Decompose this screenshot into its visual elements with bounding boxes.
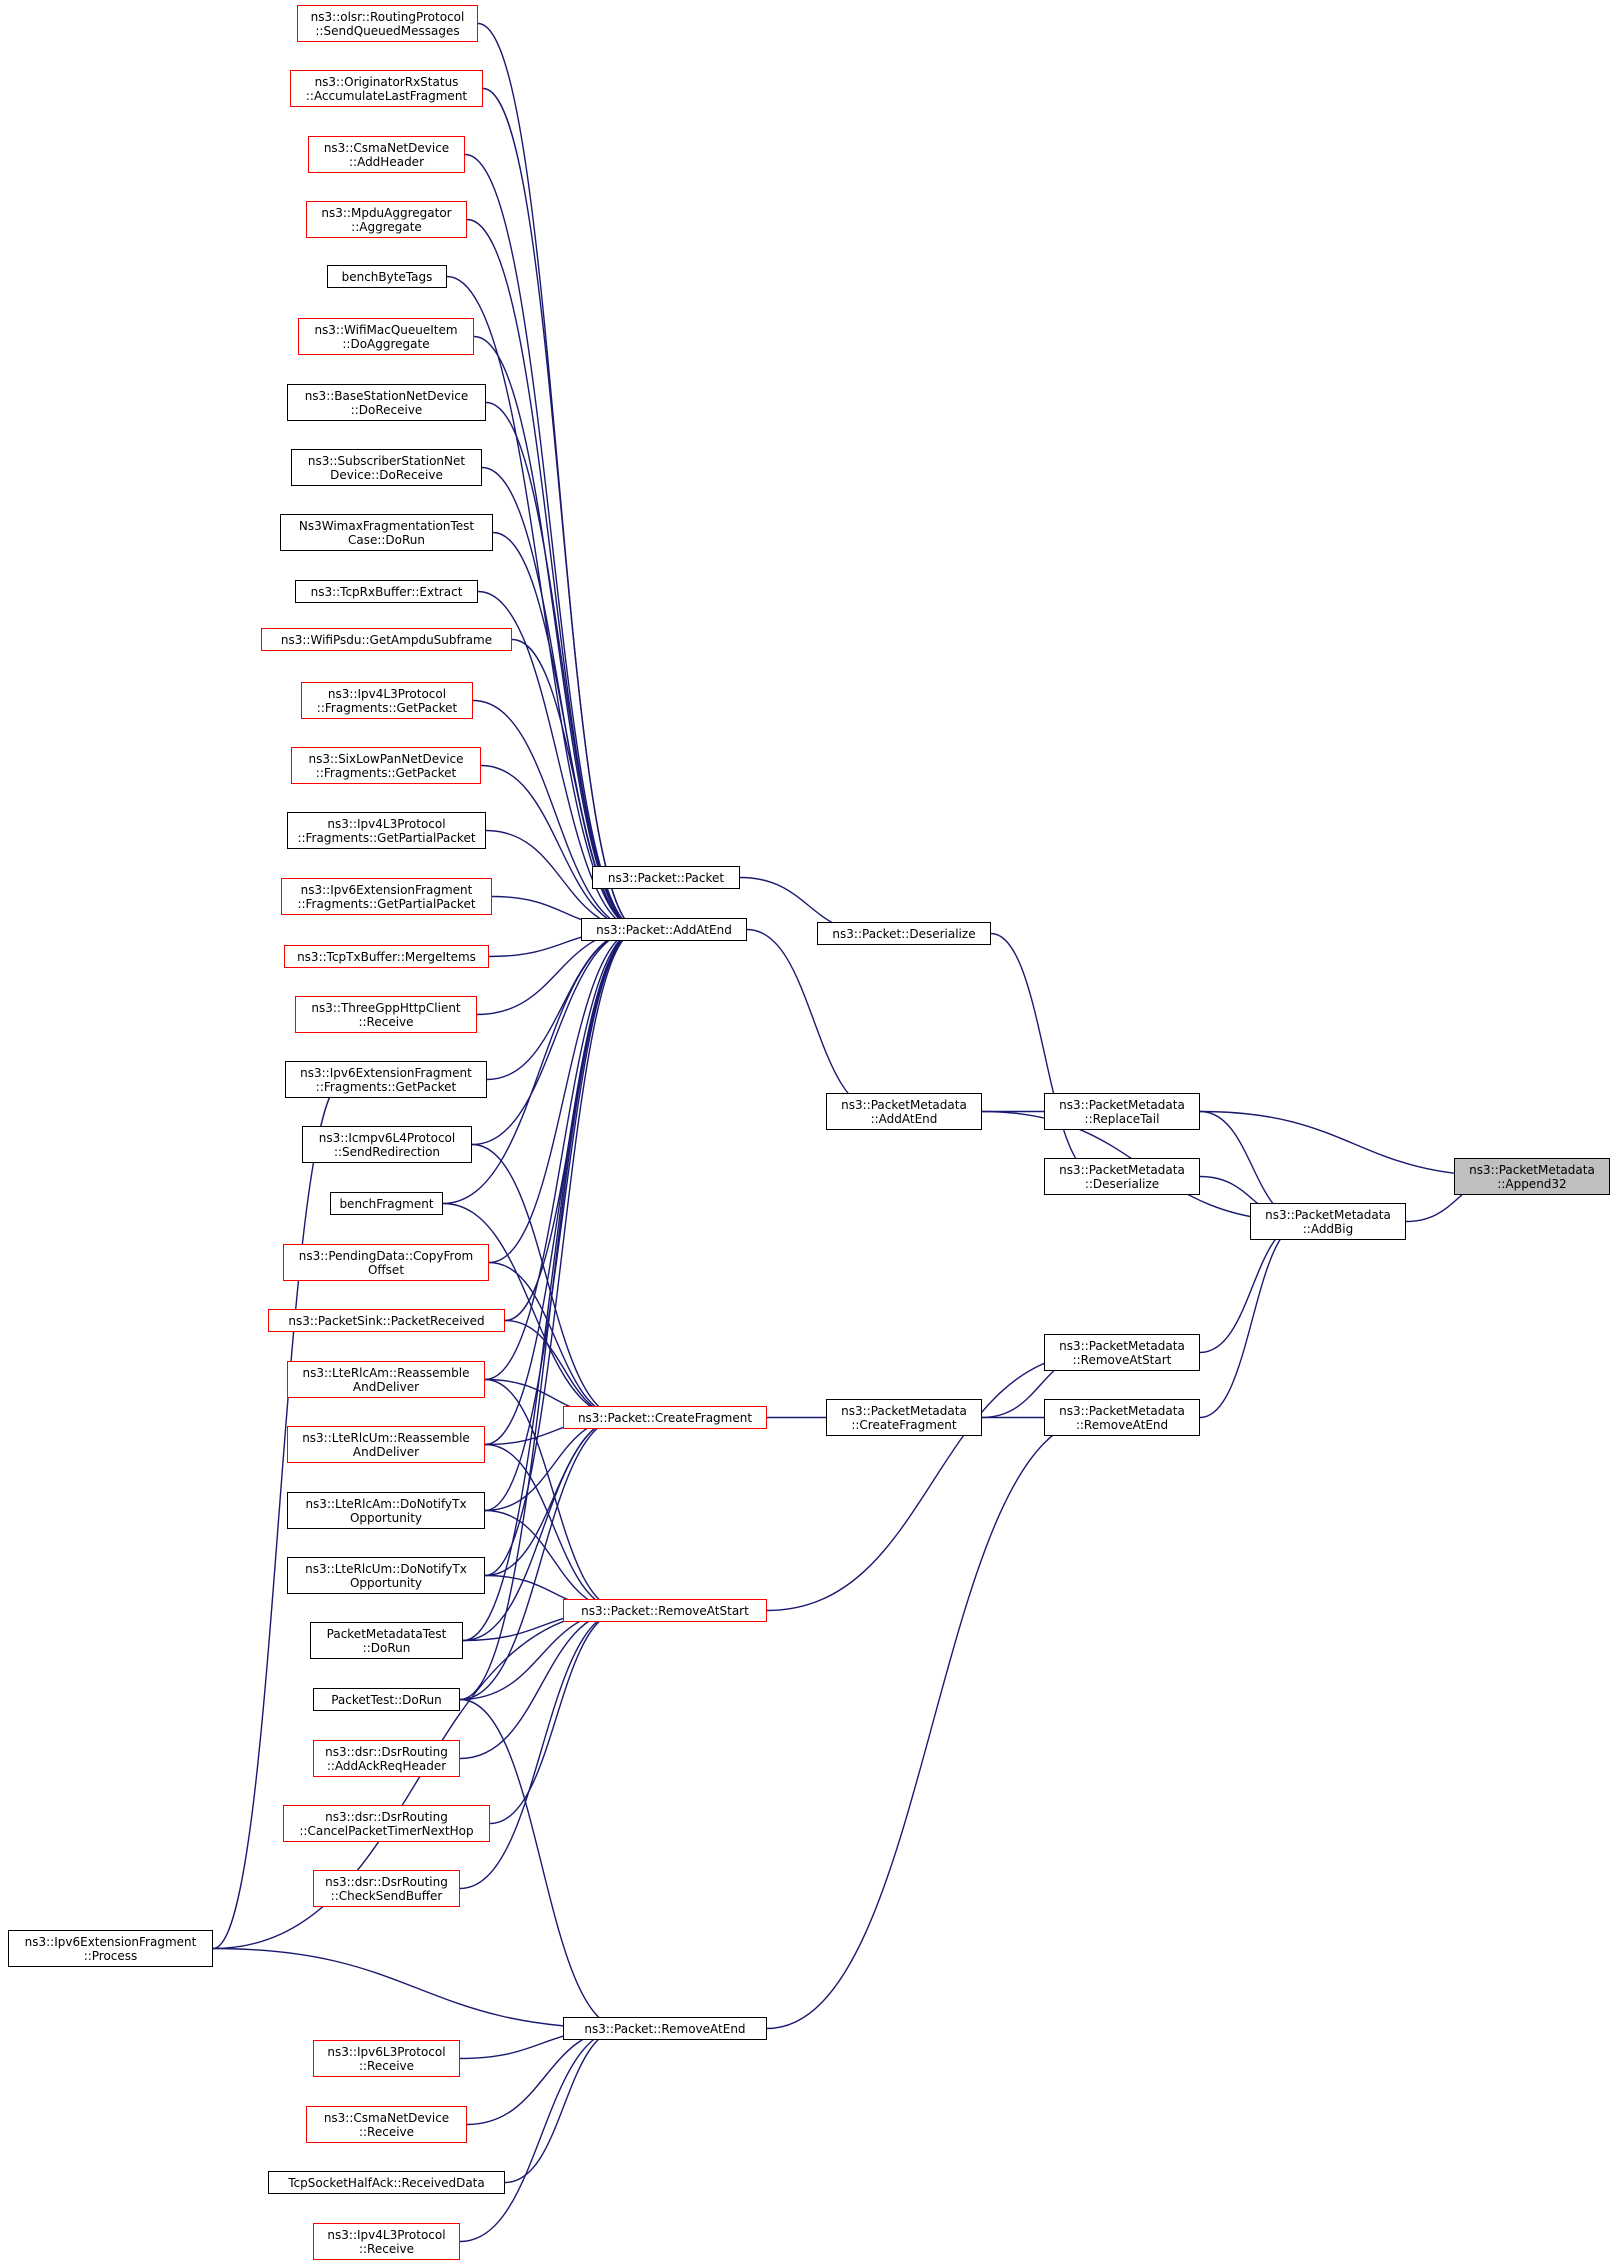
graph-node-pmremend[interactable]: ns3::PacketMetadata ::RemoveAtEnd: [1044, 1399, 1200, 1436]
graph-node-createfrag[interactable]: ns3::Packet::CreateFragment: [563, 1406, 767, 1429]
graph-node-deser[interactable]: ns3::Packet::Deserialize: [817, 922, 991, 945]
graph-node-rlcamtx[interactable]: ns3::LteRlcAm::DoNotifyTx Opportunity: [287, 1492, 485, 1529]
graph-node-ipv6proc[interactable]: ns3::Ipv6ExtensionFragment ::Process: [8, 1930, 213, 1967]
graph-node-csmarecv[interactable]: ns3::CsmaNetDevice ::Receive: [306, 2106, 467, 2143]
graph-node-ss[interactable]: ns3::SubscriberStationNet Device::DoRece…: [291, 449, 482, 486]
graph-node-addatend[interactable]: ns3::Packet::AddAtEnd: [581, 918, 747, 941]
graph-node-pmremstart[interactable]: ns3::PacketMetadata ::RemoveAtStart: [1044, 1334, 1200, 1371]
graph-node-pmaddbig[interactable]: ns3::PacketMetadata ::AddBig: [1250, 1203, 1406, 1240]
call-edge-removestart-to-pmremstart: [766, 1348, 1100, 1612]
call-edge-wifipsdu-to-addatend: [511, 638, 640, 934]
call-edge-dsrcheck-to-removestart: [459, 1606, 624, 1890]
call-edge-bs-to-addatend: [485, 401, 640, 934]
graph-node-csma-add[interactable]: ns3::CsmaNetDevice ::AddHeader: [308, 136, 465, 173]
call-edge-removeend-to-pmremend: [766, 1413, 1100, 2030]
graph-node-wifipsdu[interactable]: ns3::WifiPsdu::GetAmpduSubframe: [261, 628, 512, 651]
call-edge-icmp-to-createfrag: [471, 1143, 624, 1422]
graph-node-benchbt[interactable]: benchByteTags: [327, 265, 447, 288]
graph-node-dsrcheck[interactable]: ns3::dsr::DsrRouting ::CheckSendBuffer: [313, 1870, 460, 1907]
call-edge-wifimac-to-addatend: [473, 335, 640, 934]
graph-node-ipv4part[interactable]: ns3::Ipv4L3Protocol ::Fragments::GetPart…: [287, 812, 486, 849]
graph-node-benchfrag[interactable]: benchFragment: [330, 1192, 443, 1215]
graph-node-olsr[interactable]: ns3::olsr::RoutingProtocol ::SendQueuedM…: [297, 5, 478, 42]
graph-node-sixlow[interactable]: ns3::SixLowPanNetDevice ::Fragments::Get…: [291, 747, 481, 784]
call-edge-rlcam-to-removestart: [484, 1378, 624, 1615]
graph-node-ipv4frag[interactable]: ns3::Ipv4L3Protocol ::Fragments::GetPack…: [301, 682, 473, 719]
graph-node-ptest[interactable]: PacketTest::DoRun: [313, 1688, 460, 1711]
graph-node-pmappend: ns3::PacketMetadata ::Append32: [1454, 1158, 1610, 1195]
graph-node-tcphalf[interactable]: TcpSocketHalfAck::ReceivedData: [268, 2171, 505, 2194]
graph-node-bs[interactable]: ns3::BaseStationNetDevice ::DoReceive: [287, 384, 486, 421]
graph-node-pktpacket[interactable]: ns3::Packet::Packet: [592, 866, 740, 889]
graph-node-ipv6recv[interactable]: ns3::Ipv6L3Protocol ::Receive: [313, 2040, 460, 2077]
graph-node-tcptx[interactable]: ns3::TcpTxBuffer::MergeItems: [284, 945, 489, 968]
graph-node-pmcreate[interactable]: ns3::PacketMetadata ::CreateFragment: [826, 1399, 982, 1436]
graph-node-pmaddatend[interactable]: ns3::PacketMetadata ::AddAtEnd: [826, 1093, 982, 1130]
graph-node-rlcam[interactable]: ns3::LteRlcAm::Reassemble AndDeliver: [287, 1361, 485, 1398]
graph-node-wimax[interactable]: Ns3WimaxFragmentationTest Case::DoRun: [280, 514, 493, 551]
graph-node-icmp[interactable]: ns3::Icmpv6L4Protocol ::SendRedirection: [302, 1126, 472, 1163]
call-edge-pending-to-addatend: [488, 925, 640, 1264]
graph-node-wifimac[interactable]: ns3::WifiMacQueueItem ::DoAggregate: [298, 318, 474, 355]
graph-node-dsrcancel[interactable]: ns3::dsr::DsrRouting ::CancelPacketTimer…: [283, 1805, 490, 1842]
graph-node-ipv6part[interactable]: ns3::Ipv6ExtensionFragment ::Fragments::…: [281, 878, 492, 915]
graph-node-removestart[interactable]: ns3::Packet::RemoveAtStart: [563, 1599, 767, 1622]
graph-node-dsrack[interactable]: ns3::dsr::DsrRouting ::AddAckReqHeader: [313, 1740, 460, 1777]
call-edge-benchfrag-to-addatend: [442, 925, 640, 1205]
call-edge-tcprx-to-addatend: [477, 590, 640, 934]
call-edge-ptest-to-removeend: [459, 1698, 624, 2033]
graph-node-pmdeser[interactable]: ns3::PacketMetadata ::Deserialize: [1044, 1158, 1200, 1195]
graph-node-ipv4recv[interactable]: ns3::Ipv4L3Protocol ::Receive: [313, 2223, 460, 2260]
graph-node-tcprx[interactable]: ns3::TcpRxBuffer::Extract: [295, 580, 478, 603]
graph-node-orig[interactable]: ns3::OriginatorRxStatus ::AccumulateLast…: [290, 70, 483, 107]
graph-node-mpdu[interactable]: ns3::MpduAggregator ::Aggregate: [306, 201, 467, 238]
call-edge-ipv6proc-to-removeend: [212, 1947, 624, 2033]
graph-node-sink[interactable]: ns3::PacketSink::PacketReceived: [268, 1309, 505, 1332]
call-edge-ptest-to-createfrag: [459, 1413, 624, 1701]
graph-node-removeend[interactable]: ns3::Packet::RemoveAtEnd: [563, 2017, 767, 2040]
graph-node-rlcum[interactable]: ns3::LteRlcUm::Reassemble AndDeliver: [287, 1426, 485, 1463]
call-edge-ipv6proc-to-removestart: [212, 1606, 624, 1950]
graph-node-pmtest[interactable]: PacketMetadataTest ::DoRun: [310, 1622, 463, 1659]
graph-node-http[interactable]: ns3::ThreeGppHttpClient ::Receive: [295, 996, 477, 1033]
graph-node-pmreplace[interactable]: ns3::PacketMetadata ::ReplaceTail: [1044, 1093, 1200, 1130]
graph-node-ipv6get[interactable]: ns3::Ipv6ExtensionFragment ::Fragments::…: [285, 1061, 487, 1098]
call-edge-rlcam-to-addatend: [484, 925, 640, 1381]
graph-node-rlcumtx[interactable]: ns3::LteRlcUm::DoNotifyTx Opportunity: [287, 1557, 485, 1594]
graph-node-pending[interactable]: ns3::PendingData::CopyFrom Offset: [283, 1244, 489, 1281]
call-edge-ptest-to-addatend: [459, 925, 640, 1701]
